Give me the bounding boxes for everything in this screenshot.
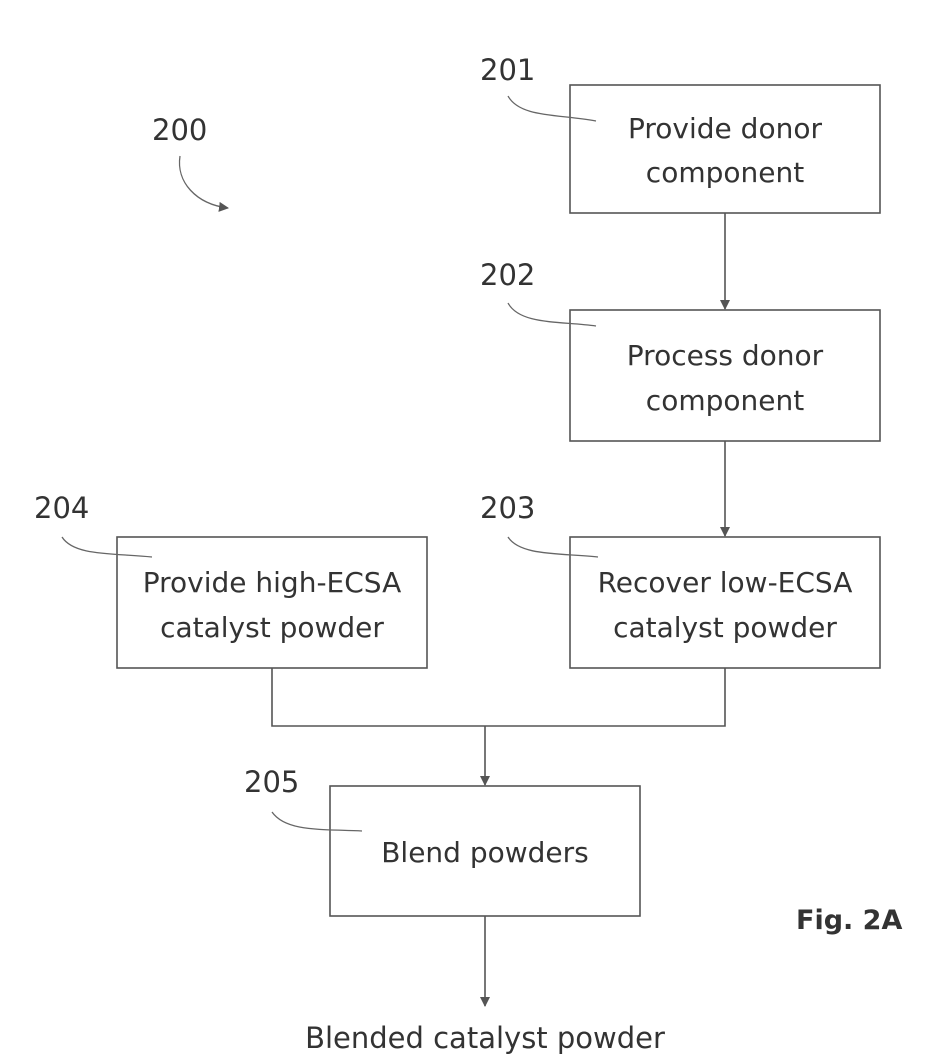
step-label-line-1: Blend powders [381, 836, 589, 869]
step-label-line-1: Provide donor [628, 112, 822, 145]
step-box [570, 310, 880, 441]
step-reference-number: 203 [480, 491, 535, 525]
step-label-line-1: Provide high-ECSA [143, 566, 402, 599]
diagram-reference-arrow [179, 156, 228, 208]
step-label-line-1: Recover low-ECSA [598, 566, 853, 599]
step-203: Recover low-ECSA catalyst powder 203 [480, 491, 880, 668]
step-box [117, 537, 427, 668]
step-box [570, 537, 880, 668]
step-reference-number: 205 [244, 765, 299, 799]
figure-label: Fig. 2A [796, 905, 902, 936]
step-label-line-2: catalyst powder [160, 611, 384, 644]
step-202: Process donor component 202 [480, 258, 880, 441]
output-label: Blended catalyst powder [305, 1021, 665, 1055]
step-reference-number: 204 [34, 491, 89, 525]
step-label-line-2: component [646, 384, 804, 417]
step-reference-number: 202 [480, 258, 535, 292]
step-label-line-2: component [646, 156, 804, 189]
step-box [570, 85, 880, 213]
step-205: Blend powders 205 [244, 765, 640, 916]
diagram-reference-label: 200 [152, 113, 207, 147]
step-201: Provide donor component 201 [480, 53, 880, 213]
merge-connector-lines [272, 668, 725, 726]
step-204: Provide high-ECSA catalyst powder 204 [34, 491, 427, 668]
step-label-line-2: catalyst powder [613, 611, 837, 644]
step-label-line-1: Process donor [627, 339, 824, 372]
step-reference-number: 201 [480, 53, 535, 87]
